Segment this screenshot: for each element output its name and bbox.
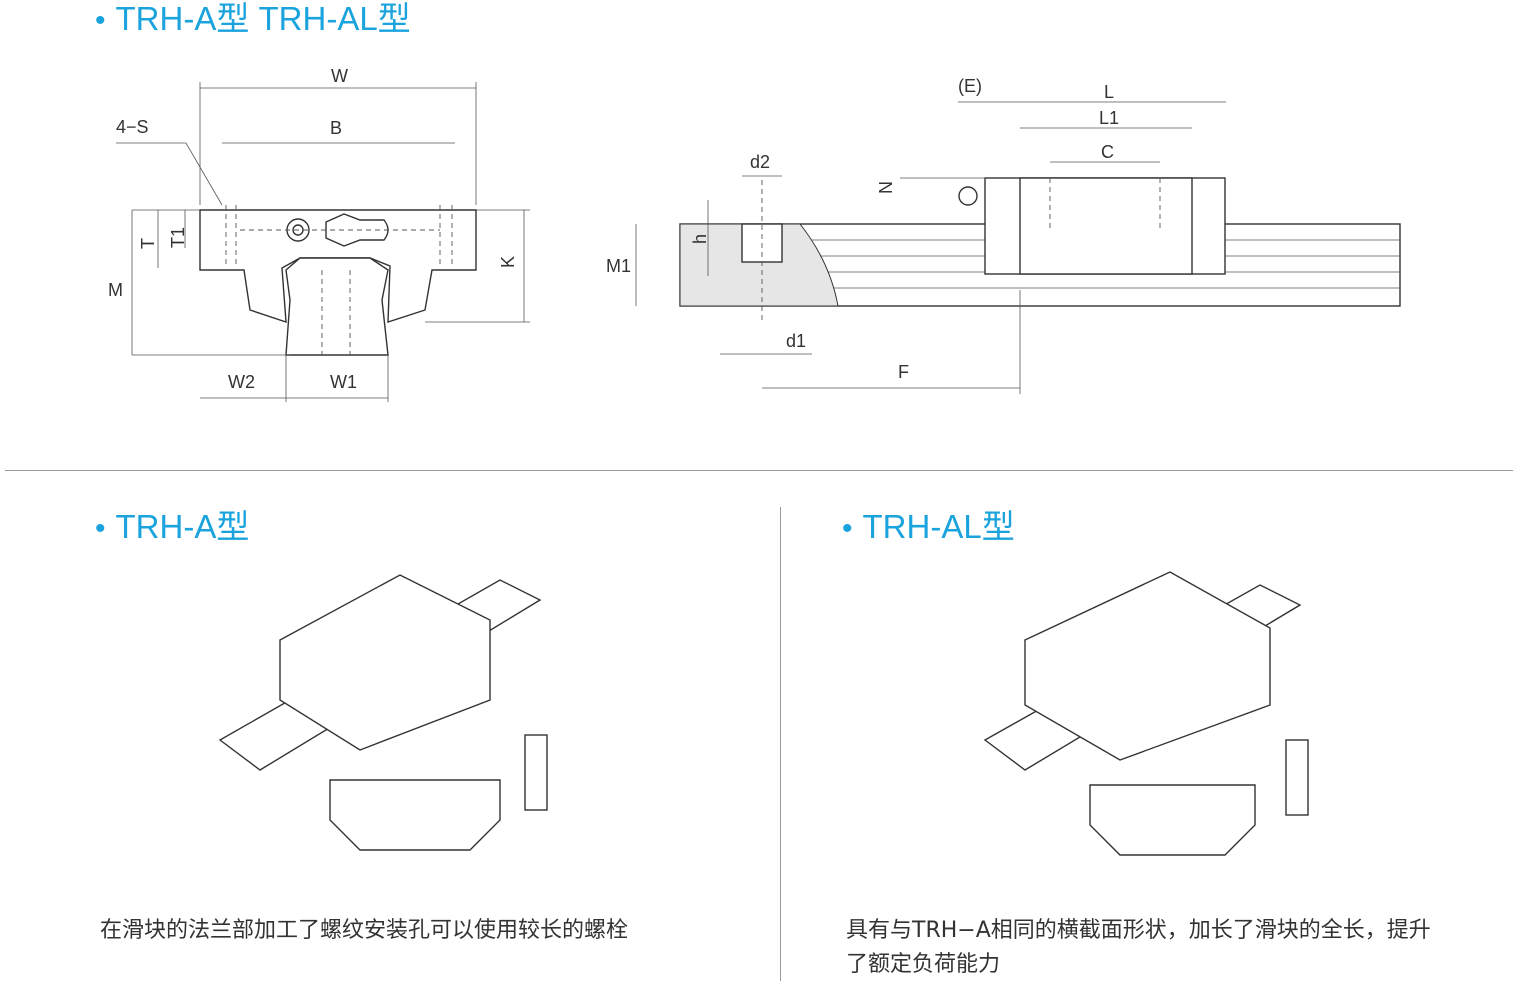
label-b: B	[330, 118, 342, 138]
variant-al-description-line1: 具有与TRH−A相同的横截面形状，加长了滑块的全长，提升	[846, 918, 1431, 943]
label-e: (E)	[958, 76, 982, 96]
bullet-icon: •	[842, 512, 853, 545]
label-n: N	[876, 181, 896, 194]
label-l1: L1	[1099, 108, 1119, 128]
variant-a-title: • TRH-A型	[95, 510, 249, 544]
bullet-icon: •	[95, 512, 106, 545]
label-c: C	[1101, 142, 1114, 162]
variant-al-description-line2: 了额定负荷能力	[846, 952, 1001, 977]
label-w2: W2	[228, 372, 255, 392]
bullet-icon: •	[95, 4, 106, 37]
variant-al-title-text: TRH-AL型	[862, 508, 1015, 545]
label-h: h	[690, 234, 710, 244]
main-title-text: TRH-A型 TRH-AL型	[115, 0, 411, 37]
section-divider	[5, 470, 1513, 471]
label-l: L	[1104, 82, 1114, 102]
label-m1: M1	[606, 256, 631, 276]
label-f: F	[898, 362, 909, 382]
label-w1: W1	[330, 372, 357, 392]
variant-a-description: 在滑块的法兰部加工了螺纹安装孔可以使用较长的螺栓	[100, 914, 628, 948]
column-divider	[780, 507, 781, 981]
variant-al-description: 具有与TRH−A相同的横截面形状，加长了滑块的全长，提升 了额定负荷能力	[846, 914, 1431, 982]
label-t1: T1	[168, 227, 188, 248]
label-d1: d1	[786, 331, 806, 351]
label-m: M	[108, 280, 123, 300]
label-t: T	[138, 238, 158, 249]
variant-a-title-text: TRH-A型	[115, 508, 250, 545]
variant-al-title: • TRH-AL型	[842, 510, 1015, 544]
label-d2: d2	[750, 152, 770, 172]
main-title: • TRH-A型 TRH-AL型	[95, 2, 411, 36]
label-4s: 4−S	[116, 117, 149, 137]
variant-a-description-text: 在滑块的法兰部加工了螺纹安装孔可以使用较长的螺栓	[100, 918, 629, 943]
label-k: K	[498, 256, 518, 268]
label-w: W	[331, 66, 348, 86]
